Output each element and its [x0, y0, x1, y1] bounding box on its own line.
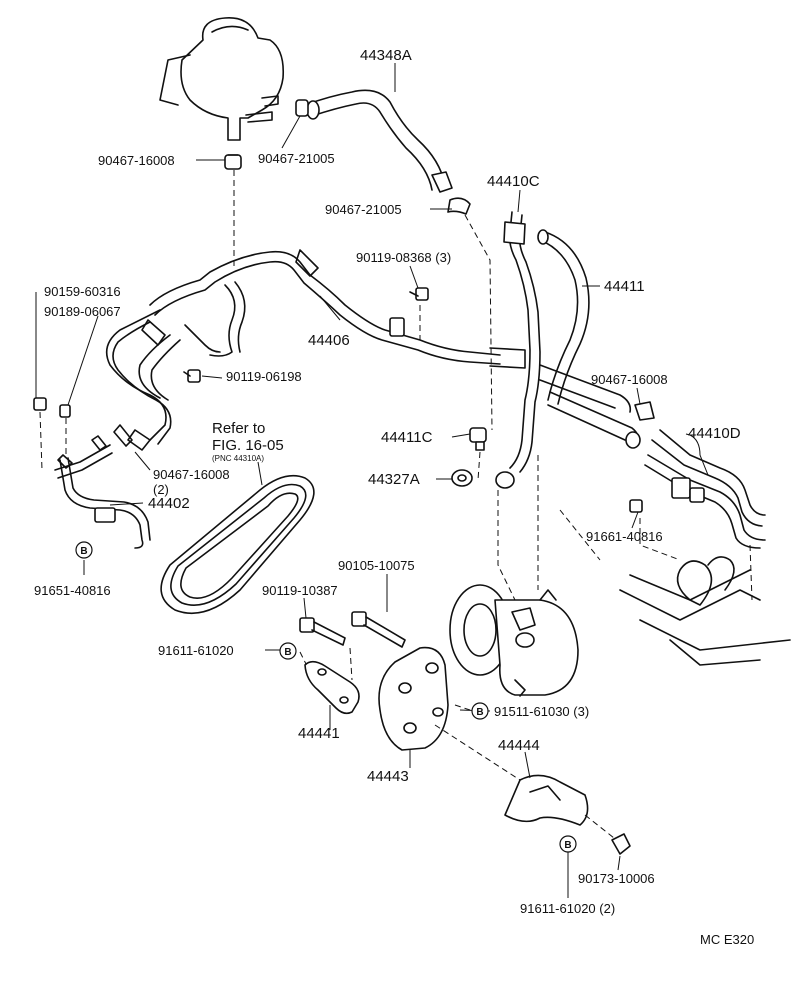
label-90119-08368: 90119-08368 (3)	[356, 250, 451, 265]
return-hose-right	[539, 364, 641, 449]
label-44444: 44444	[498, 737, 540, 754]
label-44441: 44441	[298, 725, 340, 742]
label-44443: 44443	[367, 768, 409, 785]
label-44410C: 44410C	[487, 173, 540, 190]
reference-line1: Refer to	[212, 420, 265, 437]
b-marker-label: B	[564, 840, 571, 851]
bolt	[59, 404, 71, 418]
label-90105-10075: 90105-10075	[338, 558, 415, 573]
gasket	[451, 469, 473, 487]
assembly-lines	[39, 170, 753, 839]
label-90467-21005-top: 90467-21005	[258, 151, 335, 166]
label-90467-16008-top: 90467-16008	[98, 153, 175, 168]
label-44348A: 44348A	[360, 47, 412, 64]
label-44411: 44411	[604, 278, 645, 295]
bolt	[409, 287, 429, 301]
gear-tube	[644, 429, 766, 549]
bolt	[629, 499, 643, 513]
label-44402: 44402	[148, 495, 190, 512]
reference-note: Refer to FIG. 16-05 (PNC 44310A)	[212, 420, 284, 486]
return-hose	[304, 89, 453, 193]
label-91661-40816: 91661-40816	[586, 529, 663, 544]
b-marker-label: B	[284, 647, 291, 658]
bolt	[299, 617, 346, 646]
label-90159-60316: 90159-60316	[44, 284, 121, 299]
bolt	[33, 397, 47, 411]
label-90119-10387: 90119-10387	[262, 583, 338, 598]
label-44327A: 44327A	[368, 471, 420, 488]
bolt	[351, 611, 406, 648]
label-90467-16008-right: 90467-16008	[591, 372, 668, 387]
drive-belt	[160, 474, 315, 614]
pump-bracket	[378, 646, 449, 751]
hose-clamp	[634, 401, 655, 421]
label-90467-21005-mid: 90467-21005	[325, 202, 402, 217]
return-tube	[149, 249, 526, 369]
label-44410D: 44410D	[688, 425, 741, 442]
reference-line3: (PNC 44310A)	[212, 454, 264, 463]
steering-gear-housing	[619, 556, 791, 666]
label-44406: 44406	[308, 332, 350, 349]
b-marker-label: B	[476, 707, 483, 718]
b-marker: B	[471, 702, 489, 720]
label-44411C: 44411C	[381, 429, 433, 446]
label-90467-16008-lower: 90467-16008	[153, 467, 230, 482]
label-91511-61030: 91511-61030 (3)	[494, 704, 589, 719]
label-91611-61020-cover: 91611-61020 (2)	[520, 901, 615, 916]
bracket-left	[304, 660, 360, 715]
power-steering-pump	[449, 584, 579, 697]
pressure-tube	[495, 211, 541, 489]
b-marker: B	[75, 541, 93, 559]
label-90173-10006: 90173-10006	[578, 871, 655, 886]
reservoir-tank	[159, 17, 285, 141]
label-90119-06198: 90119-06198	[226, 369, 302, 384]
reference-line2: FIG. 16-05	[212, 437, 284, 454]
label-90467-16008-qty: (2)	[153, 482, 169, 497]
label-90189-06067: 90189-06067	[44, 304, 121, 319]
hose-clamp	[447, 197, 471, 215]
pressure-hose	[537, 229, 590, 405]
nut	[611, 833, 631, 855]
label-91651-40816: 91651-40816	[34, 583, 111, 598]
hose-clamp	[295, 99, 309, 117]
lower-left-tube	[54, 424, 151, 549]
b-marker-label: B	[80, 546, 87, 557]
part-labels: 44348A 90467-16008 90467-21005 90467-210…	[34, 47, 741, 916]
label-91611-61020-front: 91611-61020	[158, 643, 234, 658]
leader-lines	[35, 63, 709, 898]
union-bolt	[469, 427, 487, 451]
b-marker: B	[279, 642, 297, 660]
b-marker: B	[559, 835, 577, 853]
figure-code: MC E320	[700, 932, 754, 947]
hose-clamp	[224, 154, 242, 170]
bolt	[183, 369, 201, 383]
cover	[504, 774, 589, 826]
